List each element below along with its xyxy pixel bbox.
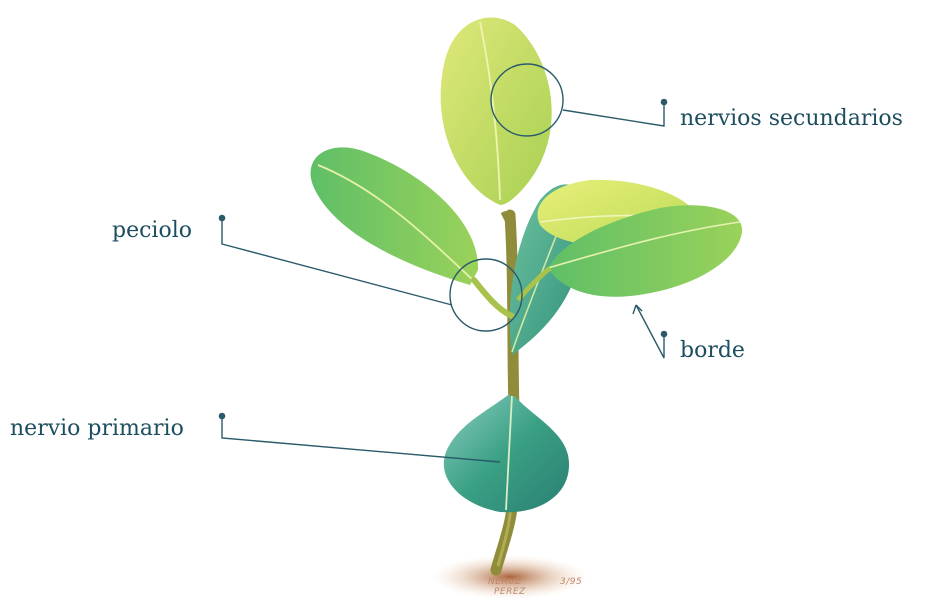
- label-nervios-secundarios: nervios secundarios: [680, 108, 903, 130]
- petiole-left: [474, 280, 512, 316]
- signature-line-1: NERUZ: [488, 577, 526, 587]
- leaf-left: [311, 147, 478, 285]
- artist-signature: NERUZ PEREZ: [488, 577, 526, 597]
- leader-borde: [633, 305, 667, 358]
- leader-nervios-secundarios: [563, 99, 667, 126]
- label-peciolo: peciolo: [112, 220, 192, 242]
- label-borde: borde: [680, 340, 745, 362]
- label-nervio-primario: nervio primario: [10, 418, 184, 440]
- signature-line-2: PEREZ: [494, 587, 526, 597]
- leaf-bottom: [444, 380, 569, 512]
- signature-date: 3/95: [560, 577, 582, 587]
